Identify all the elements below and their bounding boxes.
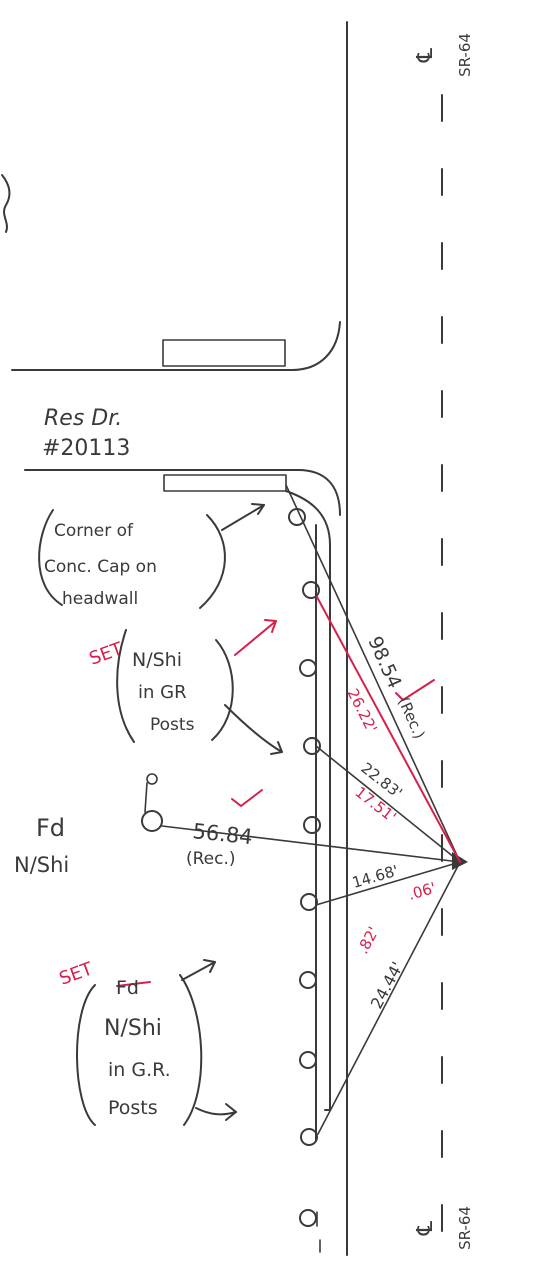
centerline-symbol-top: ℄ <box>413 47 438 63</box>
corner-label-3: headwall <box>62 589 138 609</box>
corner-cloud-left <box>38 509 63 606</box>
check-mark-98 <box>395 679 435 701</box>
centerline-symbol-bottom: ℄ <box>413 1220 438 1236</box>
nshi-label-bottom-1: N/Shi <box>104 1016 162 1041</box>
nshi-label-left: N/Shi <box>14 853 69 877</box>
tie-line-headwall <box>285 484 461 863</box>
set-bottom-arrow-right-head <box>225 1103 237 1121</box>
set-label-top: SET <box>87 638 127 670</box>
upper-headwall <box>162 339 286 367</box>
res-dr-label: Res Dr. <box>44 406 122 431</box>
gr-post <box>299 1209 317 1227</box>
found-nail-flag-stem <box>144 782 148 813</box>
found-nail-symbol <box>141 810 163 832</box>
gr-post <box>299 971 317 989</box>
sr64-label-top: SR-64 <box>456 33 474 77</box>
corner-label-1: Corner of <box>54 521 134 541</box>
red-arrow <box>234 620 277 656</box>
set-top-arrow-head <box>270 741 283 755</box>
tie-line-post-3 <box>315 745 461 863</box>
dist-red-c: .06' <box>406 879 438 904</box>
corner-label-2: Conc. Cap on <box>44 557 157 577</box>
dist-98-54: 98.54 <box>363 633 405 692</box>
tie-line-found-nail <box>161 825 461 863</box>
gr-post <box>299 659 317 677</box>
corner-cloud-right <box>199 514 226 609</box>
tie-line-post-8 <box>317 861 461 1135</box>
set-bottom-arrow-right <box>195 1107 237 1116</box>
gr-post <box>302 581 320 599</box>
sr64-label-bottom: SR-64 <box>456 1206 474 1250</box>
strike-through <box>116 981 151 987</box>
lower-driveway-edge <box>24 469 341 516</box>
set-bottom-arrow-top-head <box>203 959 216 973</box>
gr-post <box>303 737 321 755</box>
set-bottom-arrow-top <box>181 961 216 981</box>
gr-post <box>300 893 318 911</box>
dist-black-d: 24.44' <box>367 959 407 1012</box>
res-number-label: #20113 <box>42 436 130 461</box>
gr-post <box>299 1051 317 1069</box>
headwall-conc-cap <box>163 474 287 492</box>
set-cloud-top-right <box>211 639 234 741</box>
corner-arrow-head <box>251 503 265 515</box>
fd-label: Fd <box>36 814 65 842</box>
set-label-bottom: SET <box>57 958 97 990</box>
dist-red-d: .82' <box>354 924 383 957</box>
boundary-squiggle <box>1 174 11 233</box>
dist-56-84-rec: (Rec.) <box>186 849 236 869</box>
set-top-arrow <box>224 704 283 753</box>
nshi-label-bottom-2: in G.R. <box>108 1059 171 1081</box>
tie-line-post-5 <box>315 861 461 906</box>
tie-line-red <box>316 596 461 863</box>
upper-driveway-edge <box>11 321 341 371</box>
gr-post <box>303 816 321 834</box>
nshi-label-top-3: Posts <box>150 715 195 735</box>
nshi-label-top-2: in GR <box>138 682 187 703</box>
red-arrow-head <box>264 619 277 633</box>
gr-post <box>300 1128 318 1146</box>
dist-56-84: 56.84 <box>191 819 253 849</box>
set-cloud-top-left <box>116 629 135 743</box>
guardrail-line-inner <box>285 490 331 1111</box>
nshi-label-bottom-3: Posts <box>108 1097 158 1119</box>
corner-arrow <box>221 504 265 531</box>
nshi-label-top-1: N/Shi <box>132 649 182 671</box>
check-mark-56 <box>231 789 263 807</box>
dist-red-a: 26.22' <box>343 686 380 736</box>
set-cloud-bottom-left <box>76 984 96 1126</box>
fd-struck-label: Fd <box>116 977 139 999</box>
dist-98-54-rec: (Rec.) <box>394 694 428 741</box>
found-nail-flag <box>146 773 158 785</box>
set-cloud-bottom-right <box>179 974 203 1126</box>
